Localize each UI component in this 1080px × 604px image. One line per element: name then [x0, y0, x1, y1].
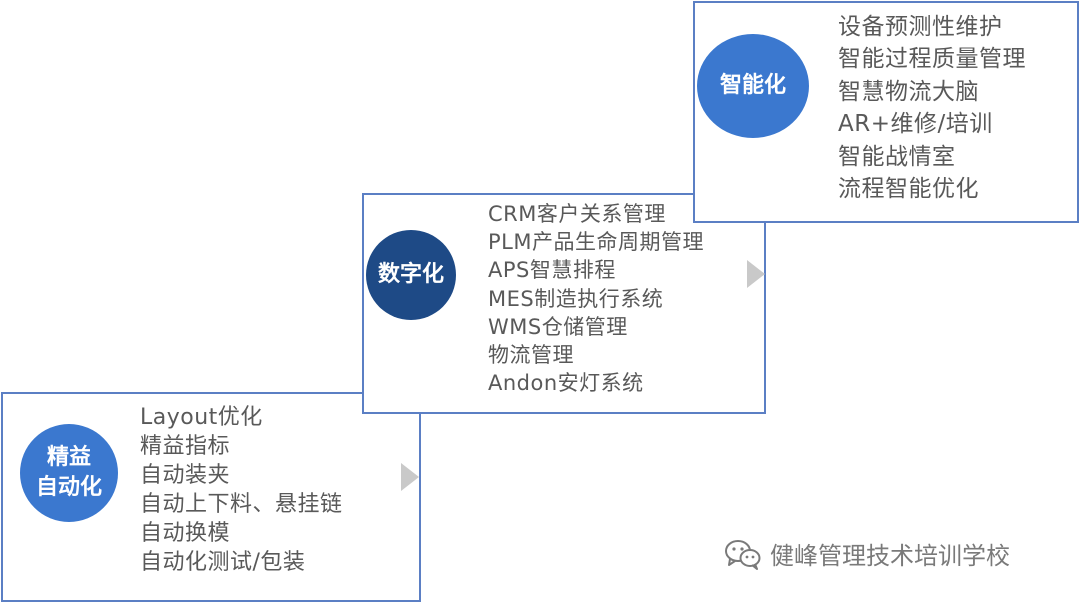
list-item: Layout优化: [140, 405, 263, 430]
next-stage-arrow-icon: [747, 260, 765, 288]
list-item: Andon安灯系统: [488, 371, 644, 396]
watermark-text: 健峰管理技术培训学校: [770, 542, 1010, 570]
list-item: 自动换模: [140, 521, 231, 546]
list-item: CRM客户关系管理: [488, 202, 666, 226]
stage-circle-lean-automation: 精益 自动化: [20, 424, 118, 522]
stage-item-list-digital: CRM客户关系管理 PLM产品生命周期管理 APS智慧排程 MES制造执行系统 …: [488, 200, 704, 397]
wechat-icon: [725, 539, 761, 570]
stage-circle-label-line: 自动化: [35, 475, 102, 500]
list-item: PLM产品生命周期管理: [488, 230, 704, 255]
next-stage-arrow-icon: [401, 463, 419, 491]
list-item: 物流管理: [488, 343, 574, 368]
list-item: 智能过程质量管理: [838, 46, 1026, 73]
stage-item-list-smart: 设备预测性维护 智能过程质量管理 智慧物流大脑 AR+维修/培训 智能战情室 流…: [838, 11, 1026, 205]
stage-circle-digital: 数字化: [366, 230, 456, 320]
list-item: 自动装夹: [140, 463, 231, 488]
list-item: 精益指标: [140, 434, 231, 459]
list-item: AR+维修/培训: [838, 111, 993, 138]
list-item: WMS仓储管理: [488, 314, 628, 339]
stage-circle-smart: 智能化: [697, 34, 809, 138]
stage-circle-label-line: 精益: [46, 445, 91, 470]
list-item: 流程智能优化: [838, 176, 979, 203]
stage-circle-label-line: 数字化: [377, 262, 444, 287]
watermark: 健峰管理技术培训学校: [724, 536, 1010, 571]
list-item: APS智慧排程: [488, 258, 616, 283]
stage-circle-label-line: 智能化: [719, 73, 786, 98]
list-item: MES制造执行系统: [488, 286, 664, 311]
stage-item-list-lean: Layout优化 精益指标 自动装夹 自动上下料、悬挂链 自动换模 自动化测试/…: [140, 403, 343, 577]
list-item: 设备预测性维护: [838, 14, 1003, 40]
list-item: 自动化测试/包装: [140, 550, 306, 575]
list-item: 自动上下料、悬挂链: [140, 492, 343, 517]
list-item: 智能战情室: [838, 143, 956, 170]
list-item: 智慧物流大脑: [838, 78, 979, 105]
